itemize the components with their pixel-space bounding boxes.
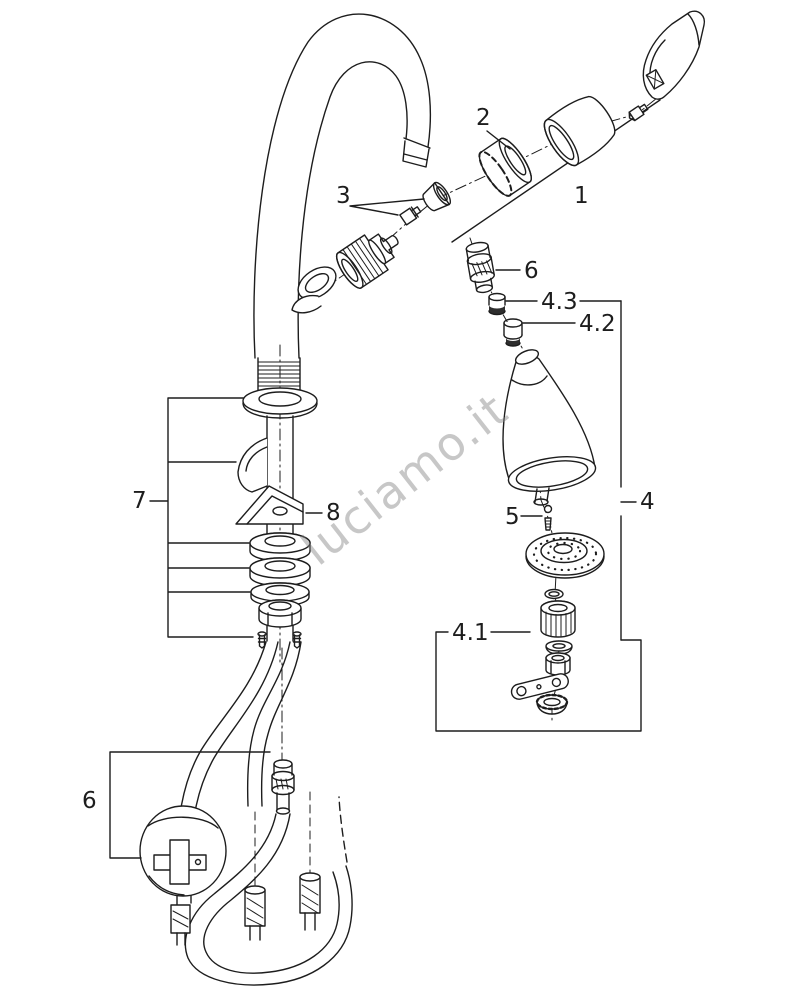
- metal-washer: [250, 582, 310, 607]
- bracket-part7: [149, 397, 254, 638]
- spray-coupling: [464, 241, 497, 295]
- spray-insert: [503, 318, 523, 347]
- escutcheon: [242, 387, 318, 419]
- dome-cap: [543, 95, 616, 167]
- hose-weight: [139, 805, 227, 897]
- o-ring: [544, 588, 564, 600]
- part-label-2: 2: [476, 105, 491, 131]
- part-label-3: 3: [336, 183, 351, 209]
- flat-washer: [545, 640, 573, 655]
- cartridge-cap: [422, 181, 452, 212]
- supply-hose-right: [246, 641, 302, 807]
- mounting-screw-left: [257, 631, 267, 649]
- knurled-cylinder: [540, 600, 576, 638]
- part-label-1: 1: [574, 183, 589, 209]
- part-label-4-3: 4.3: [541, 289, 578, 315]
- part-label-6-hose: 6: [82, 788, 97, 814]
- part-label-4: 4: [640, 489, 655, 515]
- hose-coupling: [271, 759, 295, 815]
- hose-end-middle: [244, 885, 266, 941]
- cartridge-ring: [478, 137, 532, 197]
- rubber-washer-1: [249, 532, 311, 562]
- spray-hose-loop: [184, 796, 353, 986]
- spray-face-disc: [525, 532, 605, 579]
- bracket-part4: [620, 300, 637, 641]
- toothed-ring: [535, 693, 569, 715]
- rubber-washer-2: [249, 557, 311, 587]
- part-label-7: 7: [132, 488, 147, 514]
- hose-end-left: [170, 904, 191, 946]
- leader-part2: [486, 130, 511, 150]
- mounting-nut: [258, 599, 302, 628]
- lever-handle: [642, 10, 706, 100]
- part-label-4-2: 4.2: [579, 311, 616, 337]
- bracket-part4-1: [435, 631, 642, 732]
- hose-end-right: [299, 872, 321, 931]
- lever-arm: [510, 673, 569, 700]
- small-nut: [545, 652, 571, 676]
- handle-screw: [628, 103, 649, 122]
- leader-part3: [349, 198, 425, 216]
- part-label-8: 8: [326, 500, 341, 526]
- mounting-wedge: [235, 485, 304, 525]
- spray-head: [502, 349, 597, 506]
- spray-screw: [543, 504, 553, 531]
- cartridge-screw: [399, 206, 422, 226]
- part-label-6-spray: 6: [524, 258, 539, 284]
- side-bracket: [237, 437, 268, 493]
- mounting-screw-right: [292, 631, 302, 649]
- bracket-part6-hose: [109, 751, 271, 859]
- part-label-4-1: 4.1: [452, 620, 489, 646]
- leader-part1: [451, 99, 661, 243]
- faucet-spout: [253, 13, 432, 359]
- cartridge: [335, 233, 399, 289]
- threaded-shank: [257, 357, 301, 391]
- spray-seal: [488, 292, 506, 316]
- part-label-5: 5: [505, 504, 520, 530]
- leader-lines: [109, 130, 642, 859]
